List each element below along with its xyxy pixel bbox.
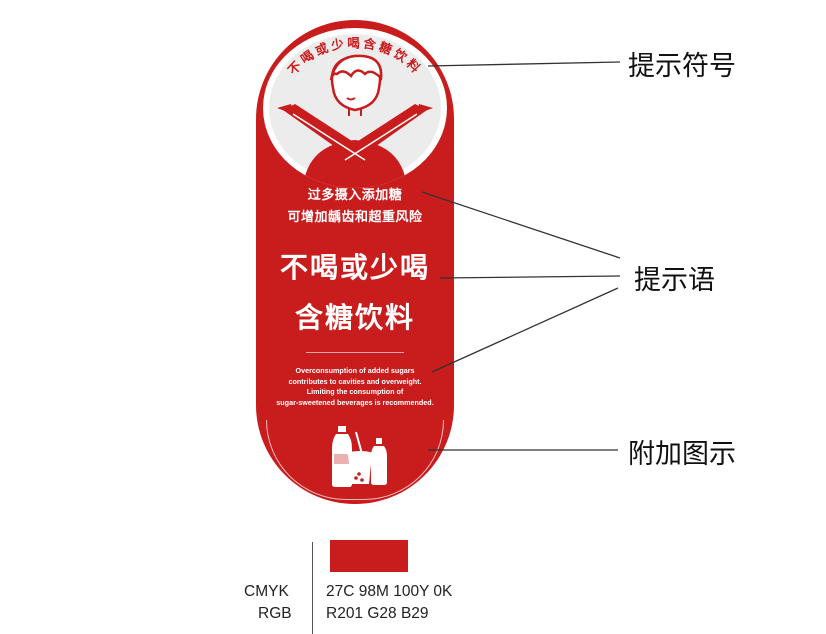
english-line: Overconsumption of added sugars: [295, 366, 415, 375]
emblem-arc-text: 不喝或少喝含糖饮料: [285, 35, 422, 77]
symbol-leader-line: [427, 61, 621, 67]
english-line: Limiting the consumption of: [306, 387, 404, 396]
message-leader-line-1: [421, 191, 621, 259]
cmyk-label: CMYK: [244, 583, 289, 600]
divider: [306, 352, 404, 353]
callout-symbol-label: 提示符号: [628, 51, 736, 82]
rgb-value: R201 G28 B29: [326, 605, 429, 622]
headline-line-1: 不喝或少喝: [279, 251, 430, 284]
message-leader-line-3: [431, 287, 619, 373]
cmyk-value: 27C 98M 100Y 0K: [326, 583, 453, 600]
message-leader-line-2: [439, 275, 621, 279]
english-line: contributes to cavities and overweight.: [288, 376, 422, 386]
warning-emblem: 不喝或少喝含糖饮料: [263, 28, 447, 188]
message-line-2: 可增加龋齿和超重风险: [287, 210, 423, 225]
english-line: sugar-sweetened beverages is recommended…: [276, 397, 434, 407]
color-swatch: [330, 540, 408, 572]
sugary-drinks-icon: [332, 426, 387, 487]
spec-divider: [312, 542, 313, 634]
rgb-label: RGB: [258, 605, 292, 622]
callout-illustration-label: 附加图示: [628, 439, 736, 470]
headline-line-2: 含糖饮料: [294, 301, 415, 334]
callout-message-label: 提示语: [634, 265, 715, 296]
sugar-drink-warning-sign: 不喝或少喝含糖饮料 过多摄入添加糖 可增加龋齿和超重风险 不喝或少喝 含糖饮料 …: [256, 20, 454, 504]
no-drinking-person-icon: [277, 54, 433, 188]
english-message: Overconsumption of added sugars contribu…: [264, 366, 446, 408]
message-line-1: 过多摄入添加糖: [307, 188, 403, 203]
